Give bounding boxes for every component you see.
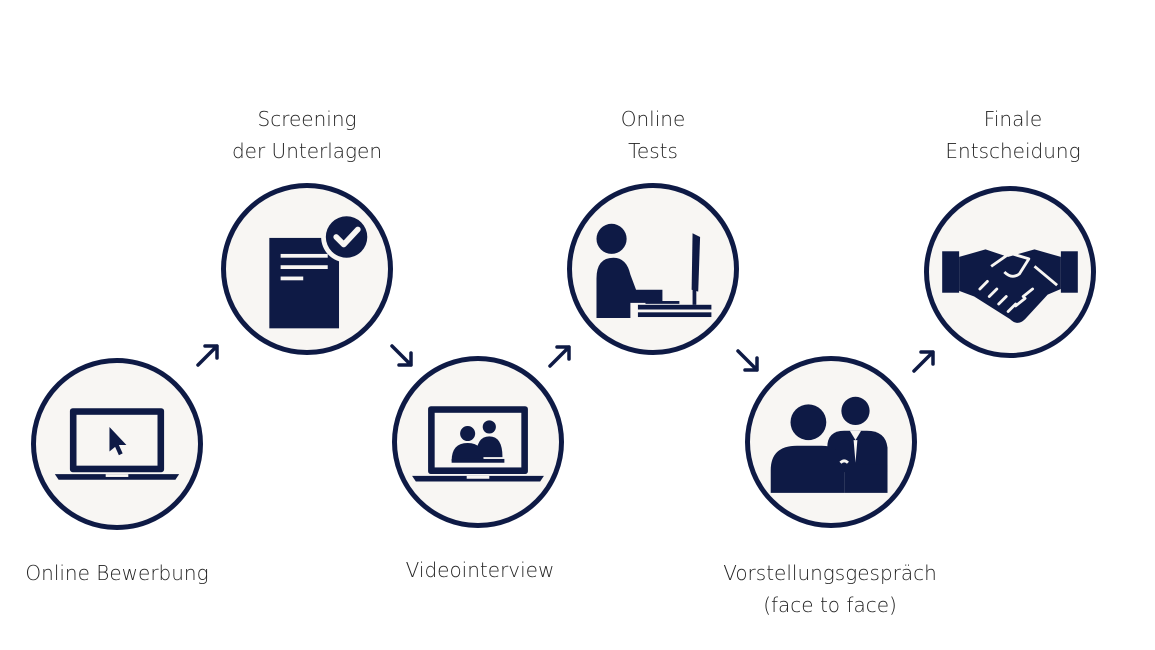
step-4-circle xyxy=(567,183,739,355)
step-3-circle xyxy=(392,356,564,528)
document-check-icon xyxy=(269,211,372,329)
step-2-label: Screening der Unterlagen xyxy=(231,107,383,163)
video-call-laptop-icon xyxy=(412,406,544,482)
arrow-up-right-icon xyxy=(548,345,571,368)
step-3-label: Videointerview xyxy=(405,558,555,582)
step-5-label: Vorstellungsgespräch (face to face) xyxy=(723,561,937,617)
laptop-cursor-icon xyxy=(54,408,180,480)
step-1-circle xyxy=(31,358,203,530)
step-4-label: Online Tests xyxy=(620,107,686,163)
arrow-up-right-icon xyxy=(196,344,219,367)
handshake-icon xyxy=(942,249,1078,323)
person-at-computer-icon xyxy=(596,223,712,318)
arrow-up-right-icon xyxy=(912,350,935,373)
interview-people-icon xyxy=(770,396,888,493)
step-2-circle xyxy=(221,183,393,355)
step-5-circle xyxy=(745,356,917,528)
arrow-down-right-icon xyxy=(390,344,413,367)
step-6-label: Finale Entscheidung xyxy=(945,107,1081,163)
step-1-label: Online Bewerbung xyxy=(25,561,209,585)
arrow-down-right-icon xyxy=(736,349,759,372)
step-6-circle xyxy=(924,186,1096,358)
